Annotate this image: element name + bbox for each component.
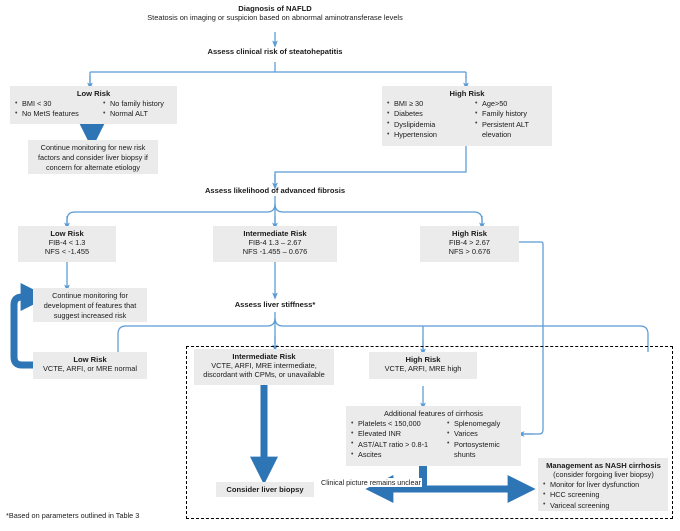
stiffness-intermediate-risk-title: Intermediate Risk [232, 352, 296, 361]
consider-liver-biopsy-box: Consider liver biopsy [216, 482, 314, 497]
stiffness-low-risk-detail: VCTE, ARFI, or MRE normal [42, 364, 138, 373]
clinical-high-risk-col1: BMI ≥ 30 Diabetes Dyslipidemia Hypertens… [386, 98, 474, 141]
list-item: HCC screening [542, 490, 665, 501]
fibrosis-low-risk-outcome-box: Continue monitoring for development of f… [33, 288, 147, 322]
list-item: Variceal screening [542, 500, 665, 511]
clinical-high-risk-title: High Risk [449, 89, 485, 98]
list-item: Elevated INR [350, 429, 446, 440]
stiffness-intermediate-detail-1: VCTE, ARFI, MRE intermediate, [211, 361, 317, 370]
step-label: Assess clinical risk of steatohepatitis [207, 47, 343, 56]
cirrhosis-features-col1: Platelets < 150,000 Elevated INR AST/ALT… [350, 418, 446, 461]
fibrosis-high-nfs: NFS > 0.676 [448, 247, 491, 256]
list-item: Diabetes [386, 109, 474, 120]
list-item: Splenomegaly [446, 418, 516, 429]
fibrosis-high-risk-box: High Risk FIB-4 > 2.67 NFS > 0.676 [420, 226, 519, 262]
management-items: Monitor for liver dysfunction HCC screen… [542, 479, 665, 511]
fibrosis-low-risk-title: Low Risk [50, 229, 84, 238]
step-label: Assess liver stiffness* [234, 300, 316, 309]
fibrosis-high-fib4: FIB-4 > 2.67 [449, 238, 490, 247]
list-item: Varices [446, 429, 516, 440]
clinical-high-risk-box: High Risk BMI ≥ 30 Diabetes Dyslipidemia… [382, 86, 552, 146]
clinical-low-risk-col2: No family history Normal ALT [102, 98, 180, 120]
stiffness-high-risk-title: High Risk [405, 355, 441, 364]
list-item: Age>50 [474, 98, 550, 109]
stiffness-high-risk-detail: VCTE, ARFI, MRE high [384, 364, 462, 373]
list-item: AST/ALT ratio > 0.8-1 [350, 439, 446, 450]
list-item: Monitor for liver dysfunction [542, 479, 665, 490]
clinical-low-risk-title: Low Risk [76, 89, 111, 98]
fibrosis-low-risk-box: Low Risk FIB-4 < 1.3 NFS < -1.455 [18, 226, 116, 262]
list-item: Portosystemic shunts [446, 439, 516, 461]
list-item: Family history [474, 109, 550, 120]
fibrosis-low-nfs: NFS < -1.455 [44, 247, 90, 256]
list-item: Platelets < 150,000 [350, 418, 446, 429]
stiffness-low-risk-box: Low Risk VCTE, ARFI, or MRE normal [33, 352, 147, 379]
management-subtitle: (consider forgoing liver biopsy) [553, 470, 654, 479]
consider-liver-biopsy-label: Consider liver biopsy [226, 485, 304, 494]
list-item: Persistent ALT elevation [474, 119, 550, 141]
fibrosis-intermediate-risk-title: Intermediate Risk [243, 229, 307, 238]
clinical-low-risk-outcome-text: Continue monitoring for new risk factors… [38, 143, 148, 173]
fibrosis-intermediate-nfs: NFS -1.455 – 0.676 [242, 247, 308, 256]
stiffness-high-risk-box: High Risk VCTE, ARFI, MRE high [369, 352, 477, 379]
cirrhosis-features-box: Additional features of cirrhosis Platele… [346, 406, 521, 466]
stiffness-intermediate-detail-2: discordant with CPMs, or unavailable [203, 370, 325, 379]
clinical-low-risk-outcome-box: Continue monitoring for new risk factors… [28, 140, 158, 174]
fibrosis-low-fib4: FIB-4 < 1.3 [48, 238, 86, 247]
page-subtitle: Steatosis on imaging or suspicion based … [147, 13, 403, 22]
step-assess-clinical-risk: Assess clinical risk of steatohepatitis [155, 47, 395, 56]
step-label: Assess likelihood of advanced fibrosis [204, 186, 346, 195]
footnote: *Based on parameters outlined in Table 3 [6, 511, 140, 520]
list-item: Dyslipidemia [386, 119, 474, 130]
stiffness-intermediate-risk-box: Intermediate Risk VCTE, ARFI, MRE interm… [194, 349, 334, 385]
management-nash-cirrhosis-box: Management as NASH cirrhosis (consider f… [538, 458, 668, 511]
list-item: No family history [102, 98, 180, 109]
management-title: Management as NASH cirrhosis [546, 461, 661, 470]
page-title: Diagnosis of NAFLD [238, 4, 312, 13]
list-item: BMI < 30 [14, 98, 102, 109]
step-assess-fibrosis: Assess likelihood of advanced fibrosis [165, 186, 385, 195]
cirrhosis-features-title: Additional features of cirrhosis [383, 409, 483, 418]
fibrosis-high-risk-title: High Risk [451, 229, 488, 238]
header-block: Diagnosis of NAFLD Steatosis on imaging … [105, 4, 445, 22]
stiffness-low-risk-title: Low Risk [73, 355, 107, 364]
fibrosis-intermediate-fib4: FIB-4 1.3 – 2.67 [248, 238, 302, 247]
cirrhosis-features-col2: Splenomegaly Varices Portosystemic shunt… [446, 418, 516, 461]
fibrosis-low-risk-outcome-text: Continue monitoring for development of f… [43, 291, 137, 321]
list-item: BMI ≥ 30 [386, 98, 474, 109]
clinical-low-risk-box: Low Risk BMI < 30 No MetS features No fa… [10, 86, 177, 124]
list-item: Normal ALT [102, 109, 180, 120]
clinical-low-risk-col1: BMI < 30 No MetS features [14, 98, 102, 120]
clinical-high-risk-col2: Age>50 Family history Persistent ALT ele… [474, 98, 550, 141]
list-item: Hypertension [386, 130, 474, 141]
edge-label-clinical-unclear: Clinical picture remains unclear [320, 478, 422, 487]
biopsy-decision-region [186, 346, 673, 519]
step-assess-liver-stiffness: Assess liver stiffness* [190, 300, 360, 309]
fibrosis-intermediate-risk-box: Intermediate Risk FIB-4 1.3 – 2.67 NFS -… [213, 226, 337, 262]
list-item: Ascites [350, 450, 446, 461]
list-item: No MetS features [14, 109, 102, 120]
